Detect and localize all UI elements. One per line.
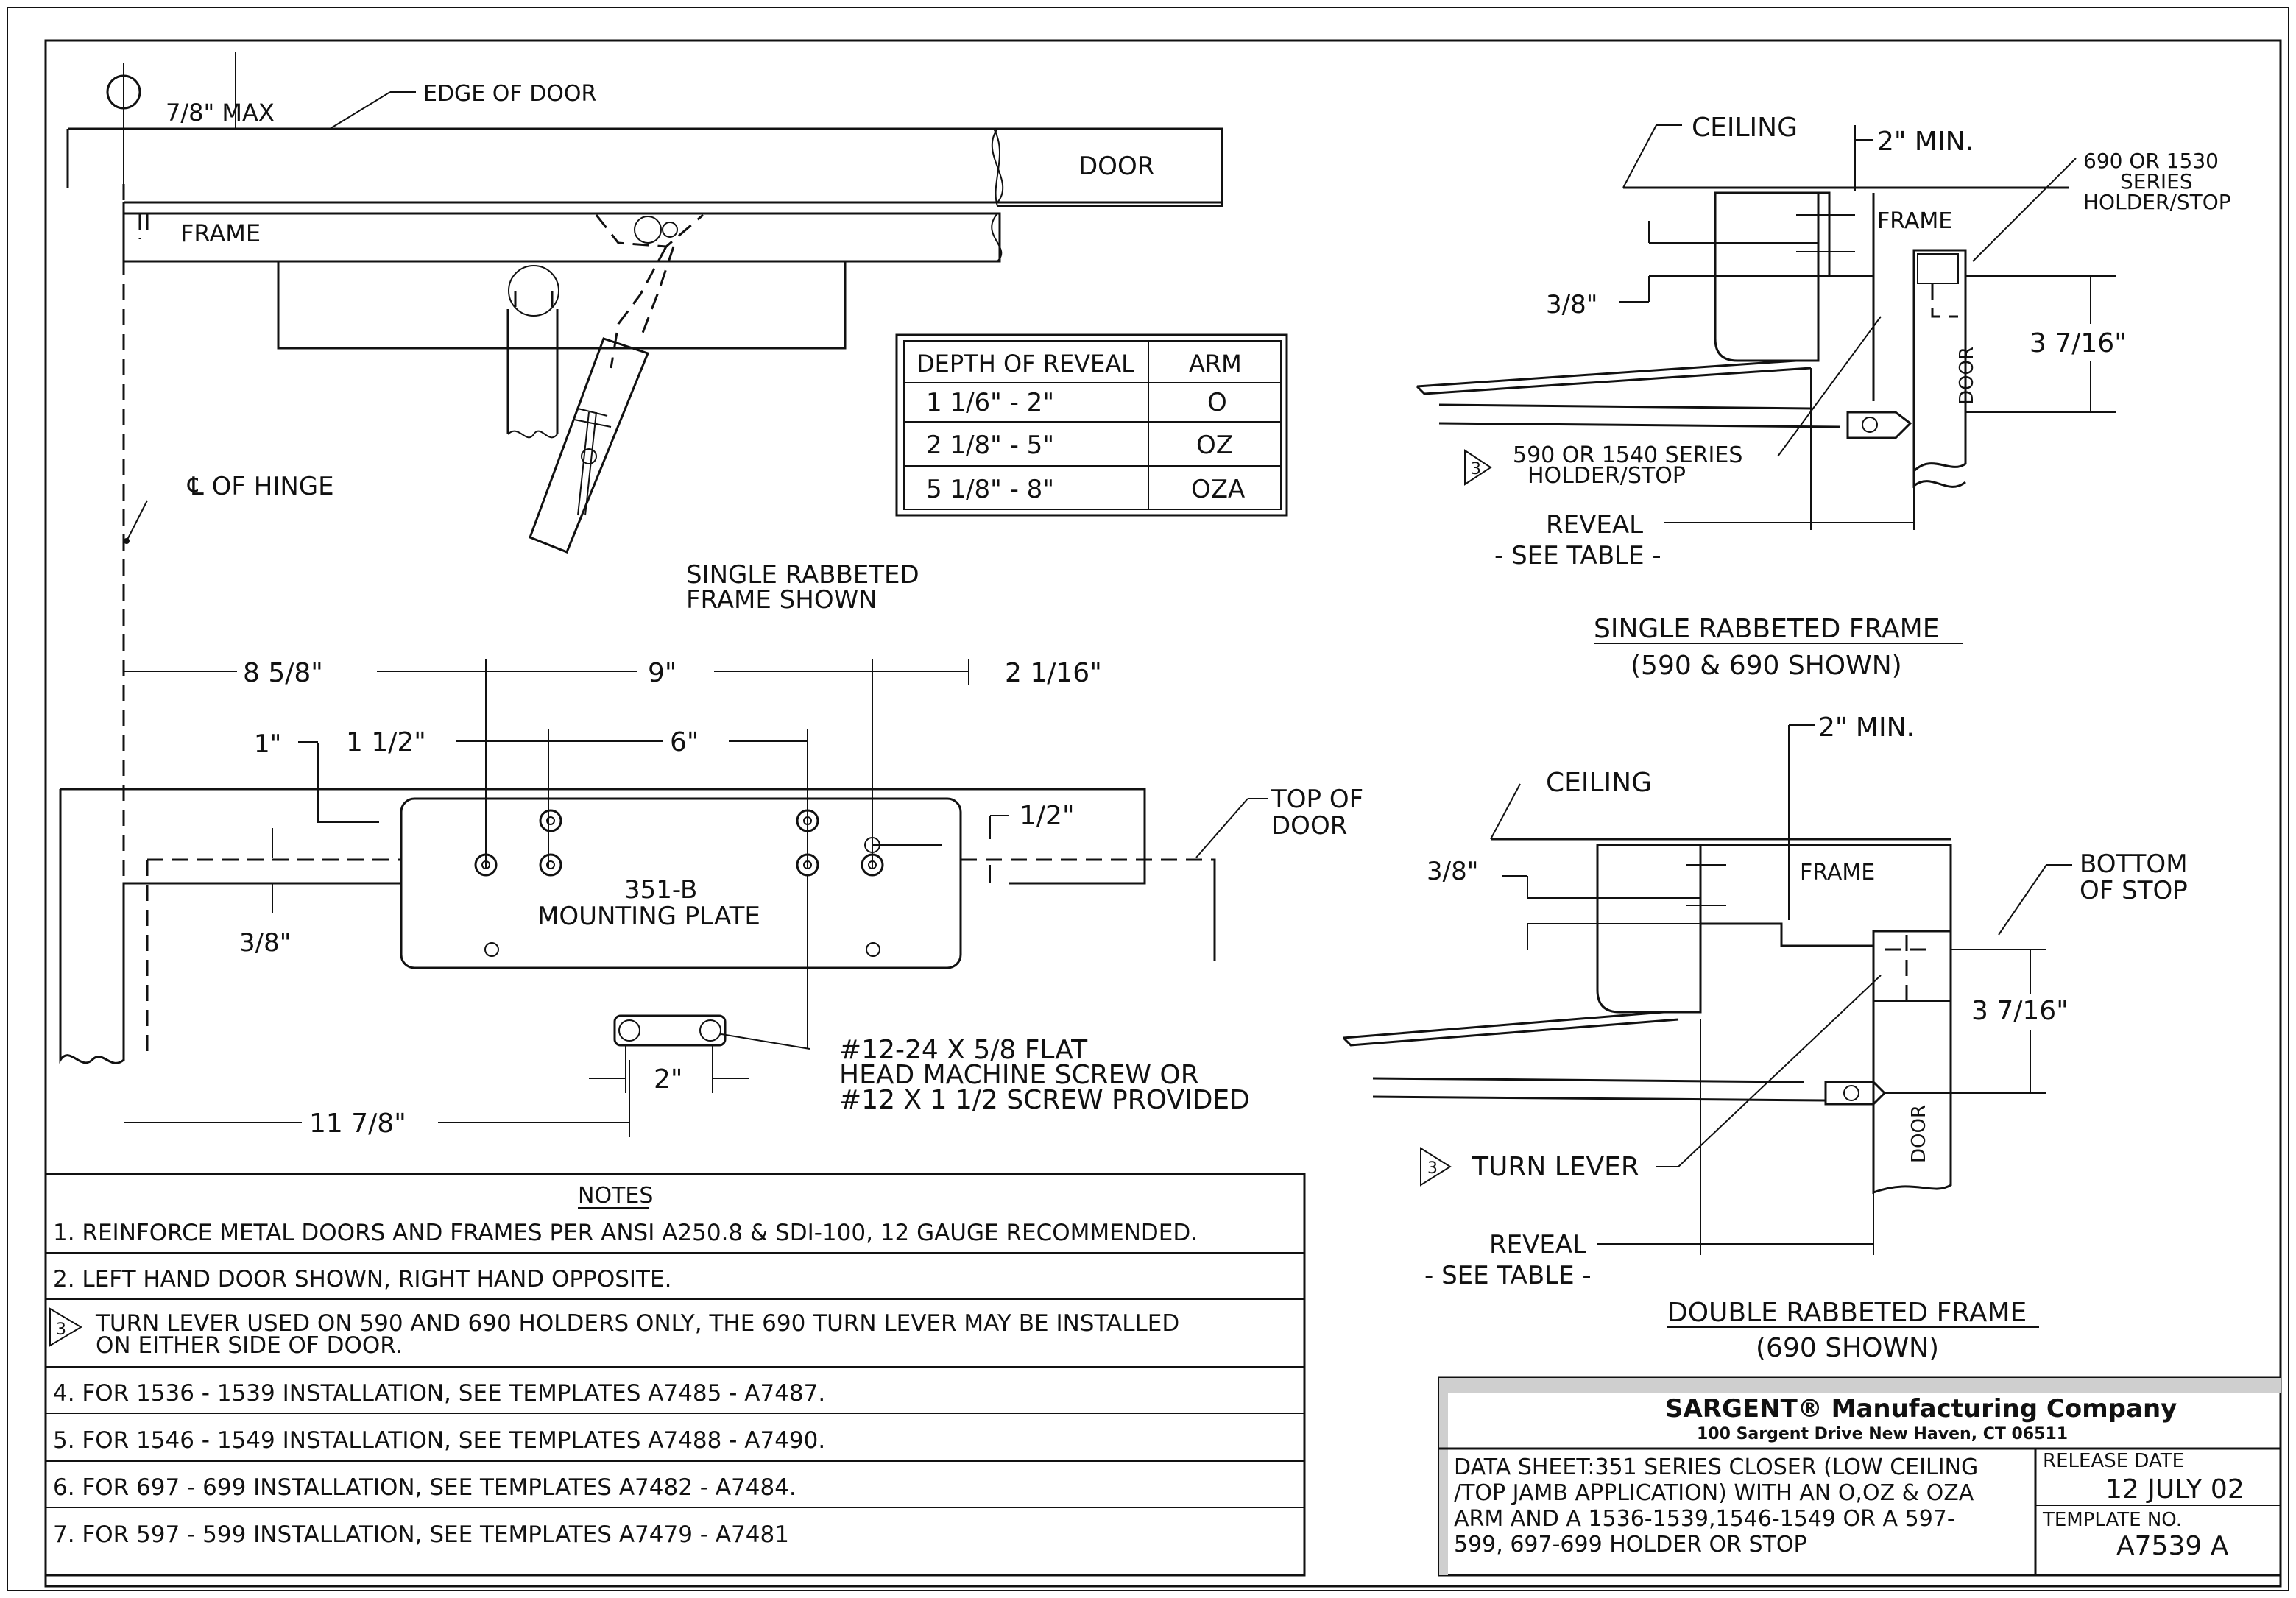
dim-1: 1"	[254, 729, 281, 759]
double-rabbeted-section: 2" MIN. CEILING FRAME 3/8" BOTTOM OF STO…	[1342, 713, 2188, 1363]
label-edge-of-door: EDGE OF DOOR	[423, 81, 596, 107]
table-cell: O	[1207, 388, 1227, 417]
sheet-desc-2: /TOP JAMB APPLICATION) WITH AN O,OZ & OZ…	[1454, 1480, 1974, 1506]
dim-3-8: 3/8"	[239, 928, 291, 958]
note-1: 1. REINFORCE METAL DOORS AND FRAMES PER …	[53, 1220, 1198, 1246]
dim-3-7-16: 3 7/16"	[2030, 328, 2127, 358]
section-subtitle: (590 & 690 SHOWN)	[1631, 651, 1902, 681]
single-rabbeted-section: CEILING 2" MIN. 690 OR 1530 SERIES HOLDE…	[1416, 113, 2231, 681]
company-name: SARGENT® Manufacturing Company	[1665, 1394, 2177, 1424]
flag-number: 3	[1427, 1159, 1438, 1178]
sheet-desc-4: 599, 697-699 HOLDER OR STOP	[1454, 1532, 1807, 1558]
label-ceiling: CEILING	[1692, 113, 1798, 143]
note-6: 6. FOR 697 - 699 INSTALLATION, SEE TEMPL…	[53, 1474, 796, 1501]
table-cell: 1 1/6" - 2"	[926, 388, 1054, 417]
notes-title: NOTES	[578, 1183, 653, 1209]
outer-border	[7, 7, 2289, 1591]
table-header-arm: ARM	[1189, 350, 1242, 378]
section-title: SINGLE RABBETED FRAME	[1594, 614, 1939, 644]
reveal-table: DEPTH OF REVEAL ARM 1 1/6" - 2" O 2 1/8"…	[895, 333, 1288, 517]
label-see-table: - SEE TABLE -	[1424, 1261, 1592, 1290]
inner-border	[44, 39, 2282, 1588]
holder-label-1: 690 OR 1530	[2083, 149, 2219, 173]
label-door: DOOR	[1078, 152, 1154, 181]
section-subtitle: (690 SHOWN)	[1756, 1333, 1939, 1363]
lever-note-2: HOLDER/STOP	[1527, 463, 1686, 489]
sheet-desc-1: DATA SHEET:351 SERIES CLOSER (LOW CEILIN…	[1454, 1454, 1978, 1480]
label-single-rabbeted: SINGLE RABBETED	[686, 560, 919, 590]
table-cell: 2 1/8" - 5"	[926, 431, 1054, 460]
mounting-holes	[474, 809, 884, 957]
dim-2: 2"	[654, 1064, 682, 1095]
dim-3-7-16: 3 7/16"	[1971, 996, 2069, 1026]
label-mounting-plate: MOUNTING PLATE	[537, 902, 760, 931]
dim-11-7-8: 11 7/8"	[309, 1109, 406, 1139]
note-7: 7. FOR 597 - 599 INSTALLATION, SEE TEMPL…	[53, 1521, 789, 1548]
section-title: DOUBLE RABBETED FRAME	[1667, 1298, 2027, 1328]
flag-number: 3	[1471, 460, 1481, 478]
note-3: TURN LEVER USED ON 590 AND 690 HOLDERS O…	[95, 1310, 1179, 1337]
label-2-min: 2" MIN.	[1877, 127, 1974, 157]
flag-number: 3	[56, 1321, 66, 1339]
screw-note-line-1: #12-24 X 5/8 FLAT	[839, 1035, 1088, 1065]
label-frame: FRAME	[1877, 208, 1952, 234]
table-cell: 5 1/8" - 8"	[926, 475, 1054, 504]
holder-label-2: SERIES	[2120, 169, 2193, 194]
dim-8-5-8: 8 5/8"	[243, 658, 323, 688]
dim-3-8: 3/8"	[1427, 857, 1478, 886]
bottom-of-stop-2: OF STOP	[2080, 876, 2188, 905]
holder-label-3: HOLDER/STOP	[2083, 190, 2231, 214]
label-door: DOOR	[1908, 1105, 1930, 1163]
notes-box: NOTES 1. REINFORCE METAL DOORS AND FRAME…	[44, 1173, 1306, 1577]
sheet-desc-3: ARM AND A 1536-1539,1546-1549 OR A 597-	[1454, 1506, 1955, 1532]
bottom-of-stop-1: BOTTOM	[2080, 849, 2188, 879]
dim-6: 6"	[670, 727, 699, 757]
label-hinge: ℄ OF HINGE	[187, 472, 334, 501]
dim-1-1-2: 1 1/2"	[346, 727, 426, 757]
title-block: SARGENT® Manufacturing Company 100 Sarge…	[1438, 1376, 2282, 1577]
dim-9: 9"	[648, 658, 677, 688]
label-frame-shown: FRAME SHOWN	[686, 585, 877, 615]
company-address: 100 Sargent Drive New Haven, CT 06511	[1697, 1425, 2068, 1443]
dim-1-2: 1/2"	[1020, 801, 1075, 831]
plate-view: 8 5/8" 9" 2 1/16" 1" 1 1/2" 6"	[59, 655, 1363, 1139]
lever-note-1: 590 OR 1540 SERIES	[1513, 442, 1742, 468]
label-door: DOOR	[1956, 347, 1978, 405]
label-turn-lever: TURN LEVER	[1472, 1152, 1639, 1182]
note-5: 5. FOR 1546 - 1549 INSTALLATION, SEE TEM…	[53, 1427, 825, 1454]
label-reveal: REVEAL	[1489, 1230, 1586, 1259]
label-351b: 351-B	[624, 875, 697, 905]
table-header-depth: DEPTH OF REVEAL	[916, 350, 1134, 378]
dim-max: 7/8" MAX	[166, 99, 275, 127]
screw-note-line-3: #12 X 1 1/2 SCREW PROVIDED	[839, 1085, 1250, 1115]
label-frame: FRAME	[180, 219, 261, 247]
table-cell: OZA	[1191, 475, 1245, 504]
label-top-of: TOP OF	[1271, 785, 1363, 814]
template-value: A7539 A	[2116, 1531, 2229, 1561]
release-value: 12 JULY 02	[2105, 1474, 2244, 1505]
top-view: 7/8" MAX EDGE OF DOOR DOOR FRAME ℄ OF HI…	[66, 52, 1223, 1016]
label-frame: FRAME	[1800, 860, 1875, 885]
label-ceiling: CEILING	[1546, 768, 1652, 798]
template-label: TEMPLATE NO.	[2042, 1509, 2182, 1531]
note-4: 4. FOR 1536 - 1539 INSTALLATION, SEE TEM…	[53, 1380, 825, 1407]
dim-3-8: 3/8"	[1546, 290, 1597, 319]
label-reveal: REVEAL	[1546, 510, 1643, 540]
screw-note-line-2: HEAD MACHINE SCREW OR	[839, 1060, 1199, 1090]
release-label: RELEASE DATE	[2043, 1450, 2184, 1472]
note-2: 2. LEFT HAND DOOR SHOWN, RIGHT HAND OPPO…	[53, 1266, 671, 1293]
label-door: DOOR	[1271, 811, 1347, 841]
table-cell: OZ	[1196, 431, 1233, 460]
label-2-min: 2" MIN.	[1818, 713, 1915, 743]
note-3-cont: ON EITHER SIDE OF DOOR.	[96, 1332, 403, 1359]
label-see-table: - SEE TABLE -	[1494, 541, 1661, 570]
dim-2-1-16: 2 1/16"	[1005, 658, 1102, 688]
